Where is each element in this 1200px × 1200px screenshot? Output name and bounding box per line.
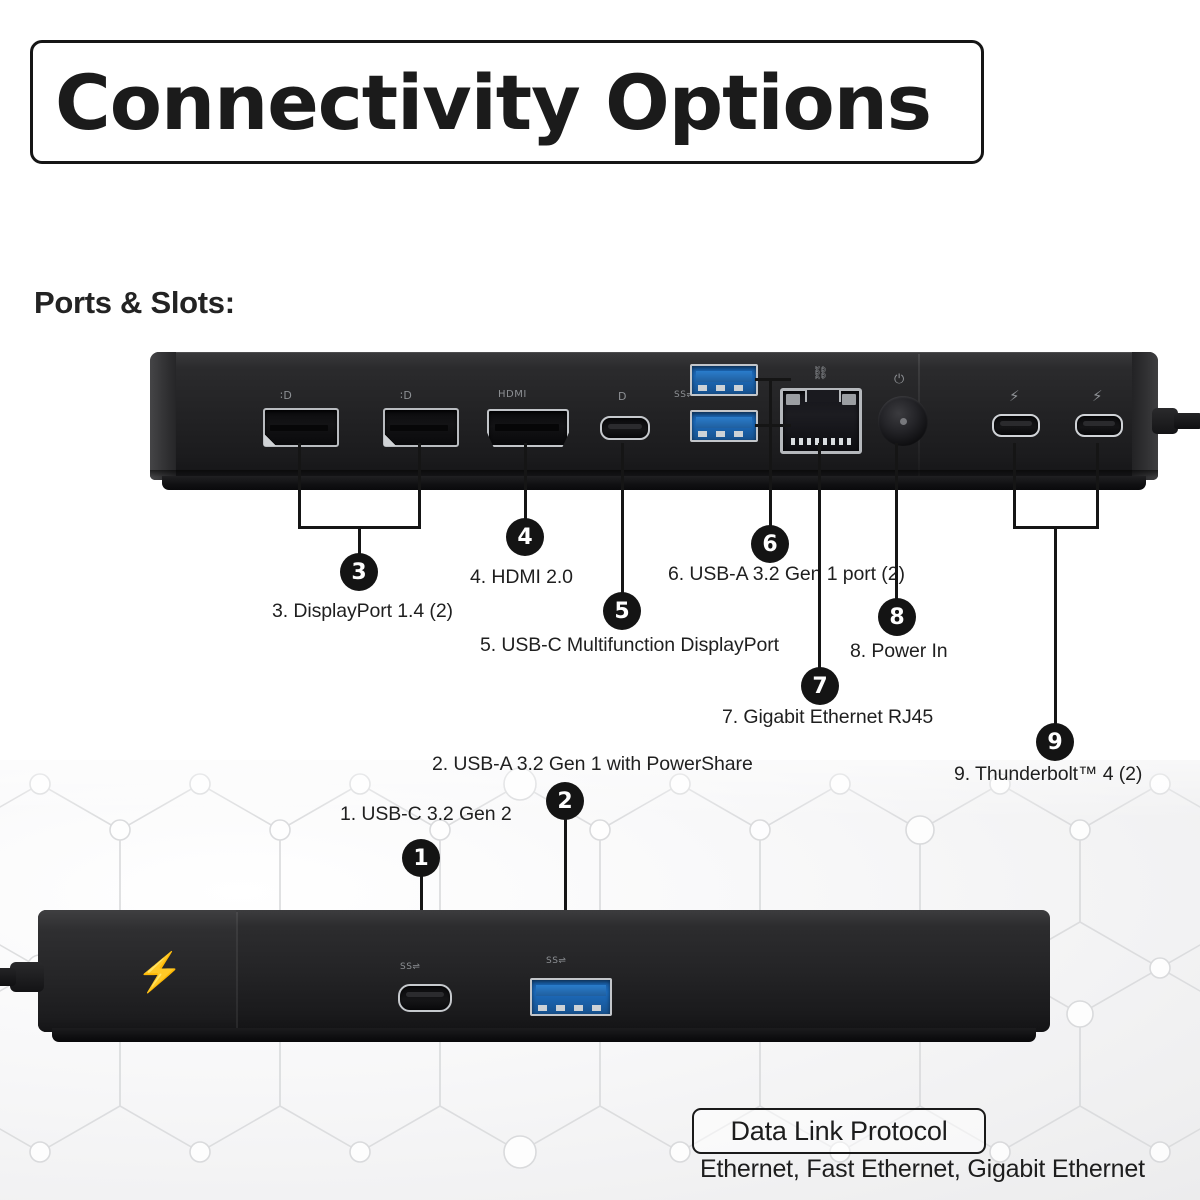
section-heading: Ports & Slots: xyxy=(34,285,235,320)
data-link-protocol-box: Data Link Protocol xyxy=(692,1108,986,1154)
callout-9-stem-left xyxy=(1013,443,1016,529)
callout-label-9: 9. Thunderbolt™ 4 (2) xyxy=(954,763,1143,785)
power-icon: ⏻ xyxy=(894,372,905,387)
page-title: Connectivity Options xyxy=(55,57,932,147)
usb-superspeed-icon-front-a: SS⇌ xyxy=(546,956,567,966)
thunderbolt-port-1[interactable] xyxy=(992,414,1040,437)
callout-label-7: 7. Gigabit Ethernet RJ45 xyxy=(722,706,934,728)
cable-boot xyxy=(1152,408,1178,434)
callout-label-8: 8. Power In xyxy=(850,640,948,662)
callout-badge-4[interactable]: 4 xyxy=(506,518,544,556)
callout-label-6: 6. USB-A 3.2 Gen 1 port (2) xyxy=(668,563,905,585)
hdmi-icon: HDMI xyxy=(498,389,527,400)
callout-7-stem xyxy=(818,443,821,673)
callout-3-stem xyxy=(358,526,361,554)
hdmi-port[interactable] xyxy=(487,409,569,447)
data-link-protocol-value: Ethernet, Fast Ethernet, Gigabit Etherne… xyxy=(700,1155,1145,1183)
dock-rear-view: ∶D ∶D HDMI D SS⇌ ⛓ ⏻ ⚡ ⚡ xyxy=(150,352,1158,492)
usbc-multifunction-displayport-port[interactable] xyxy=(600,416,650,440)
data-link-protocol-label: Data Link Protocol xyxy=(730,1115,948,1146)
dock-rear-base xyxy=(162,476,1146,490)
cable-wire xyxy=(1174,413,1200,429)
dock-front-left-panel xyxy=(38,910,236,1032)
front-cable-wire xyxy=(0,968,16,986)
dock-front-seam xyxy=(236,912,238,1030)
thunderbolt-logo-icon: ⚡ xyxy=(136,952,184,994)
dock-rear-left-edge xyxy=(150,352,176,480)
callout-label-1: 1. USB-C 3.2 Gen 2 xyxy=(340,803,512,825)
thunderbolt-port-2[interactable] xyxy=(1075,414,1123,437)
callout-label-5: 5. USB-C Multifunction DisplayPort xyxy=(480,634,779,656)
callout-3-stem-left xyxy=(298,443,301,529)
callout-5-stem xyxy=(621,443,624,595)
callout-badge-6[interactable]: 6 xyxy=(751,525,789,563)
callout-6-tap-bottom xyxy=(755,424,791,427)
displayport-icon-1: ∶D xyxy=(280,389,293,402)
callout-label-3: 3. DisplayPort 1.4 (2) xyxy=(272,600,453,622)
callout-4-stem xyxy=(524,443,527,520)
callout-badge-3[interactable]: 3 xyxy=(340,553,378,591)
dock-rear-lip xyxy=(150,470,1158,477)
callout-6-stem xyxy=(769,378,772,530)
rj45-clip-left xyxy=(786,394,800,405)
rj45-pins xyxy=(791,438,851,445)
dock-front-base xyxy=(52,1028,1036,1042)
callout-2-stem xyxy=(564,819,567,984)
dock-front-view: ⚡ SS⇌ SS⇌ xyxy=(0,910,1050,1042)
usba-powershare-port[interactable] xyxy=(530,978,612,1016)
background-fade xyxy=(0,700,1200,820)
usb-superspeed-icon-top: SS⇌ xyxy=(674,390,695,400)
rj45-clip-right xyxy=(842,394,856,405)
usb-superspeed-icon-front-c: SS⇌ xyxy=(400,962,421,972)
displayport-1[interactable] xyxy=(263,408,339,447)
callout-9-stem-right xyxy=(1096,443,1099,529)
callout-badge-8[interactable]: 8 xyxy=(878,598,916,636)
displayport-2[interactable] xyxy=(383,408,459,447)
dock-rear-cable xyxy=(1152,404,1200,438)
callout-8-stem xyxy=(895,443,898,603)
usba-port-2[interactable] xyxy=(690,410,758,442)
callout-6-tap-top xyxy=(755,378,791,381)
callout-badge-5[interactable]: 5 xyxy=(603,592,641,630)
callout-9-stem xyxy=(1054,526,1057,726)
thunderbolt-icon-2: ⚡ xyxy=(1092,387,1104,405)
displayport-notch-icon xyxy=(384,433,397,446)
ethernet-icon: ⛓ xyxy=(812,366,830,381)
page-title-box: Connectivity Options xyxy=(30,40,984,164)
callout-badge-2[interactable]: 2 xyxy=(546,782,584,820)
displayport-icon-2: ∶D xyxy=(400,389,413,402)
rj45-tab-icon xyxy=(805,388,841,402)
callout-badge-9[interactable]: 9 xyxy=(1036,723,1074,761)
thunderbolt-icon-1: ⚡ xyxy=(1009,387,1021,405)
ethernet-rj45-port[interactable] xyxy=(780,388,862,454)
displayport-notch-icon xyxy=(264,433,277,446)
usbc-32-gen2-port[interactable] xyxy=(398,984,452,1012)
usba-port-1[interactable] xyxy=(690,364,758,396)
callout-label-4: 4. HDMI 2.0 xyxy=(470,566,573,588)
callout-badge-7[interactable]: 7 xyxy=(801,667,839,705)
callout-badge-1[interactable]: 1 xyxy=(402,839,440,877)
callout-label-2: 2. USB-A 3.2 Gen 1 with PowerShare xyxy=(432,753,753,775)
usbc-displayport-icon: D xyxy=(618,390,627,403)
power-in-jack[interactable] xyxy=(878,396,928,446)
callout-3-stem-right xyxy=(418,443,421,529)
